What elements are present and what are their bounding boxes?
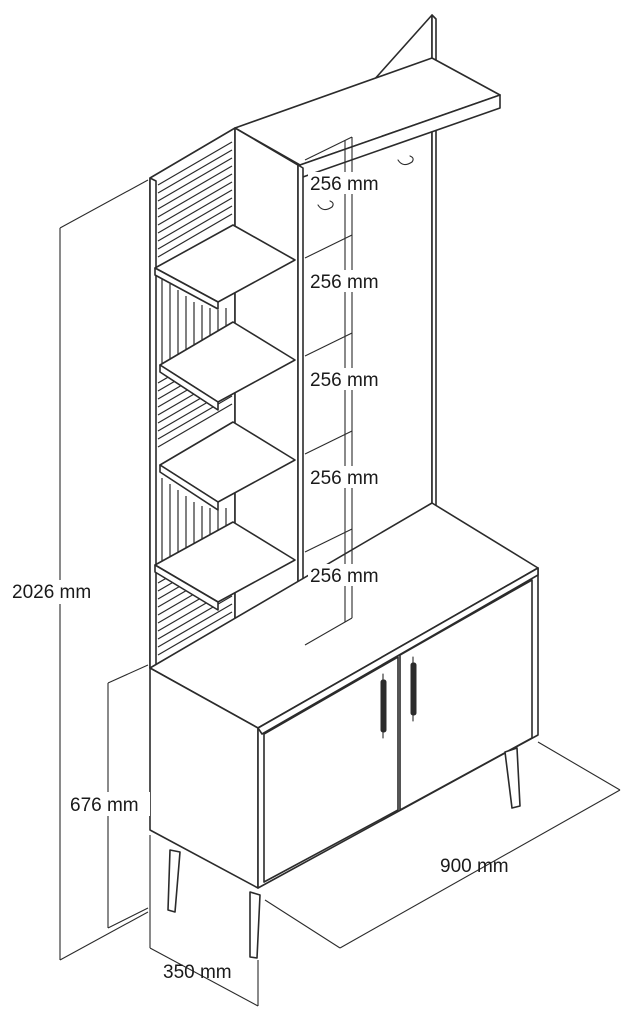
handle-icon (380, 679, 387, 733)
total-height-label: 2026 mm (12, 582, 91, 603)
handle-icon (410, 662, 417, 716)
depth-label: 350 mm (163, 962, 232, 983)
shelf-spacing-label-5: 256 mm (310, 566, 379, 587)
shelf-spacing-label-1: 256 mm (310, 174, 379, 195)
dimension-labels: 256 mm 256 mm 256 mm 256 mm 256 mm 2026 … (8, 172, 509, 983)
hook-icon (397, 155, 414, 166)
cabinet-height-label: 676 mm (70, 795, 139, 816)
left-door (263, 656, 399, 883)
shelves (154, 224, 296, 611)
right-door (399, 579, 533, 811)
cabinet-legs (167, 747, 521, 959)
width-label: 900 mm (440, 856, 509, 877)
cabinet-front-lip (257, 567, 539, 735)
shelf-spacing-label-4: 256 mm (310, 468, 379, 489)
hook-icon (317, 200, 334, 211)
left-slat-panel-front (149, 177, 157, 671)
shelf-spacing-label-2: 256 mm (310, 272, 379, 293)
door-handles (380, 656, 417, 739)
shelf-spacing-label-3: 256 mm (310, 370, 379, 391)
vertical-slats (161, 278, 227, 570)
